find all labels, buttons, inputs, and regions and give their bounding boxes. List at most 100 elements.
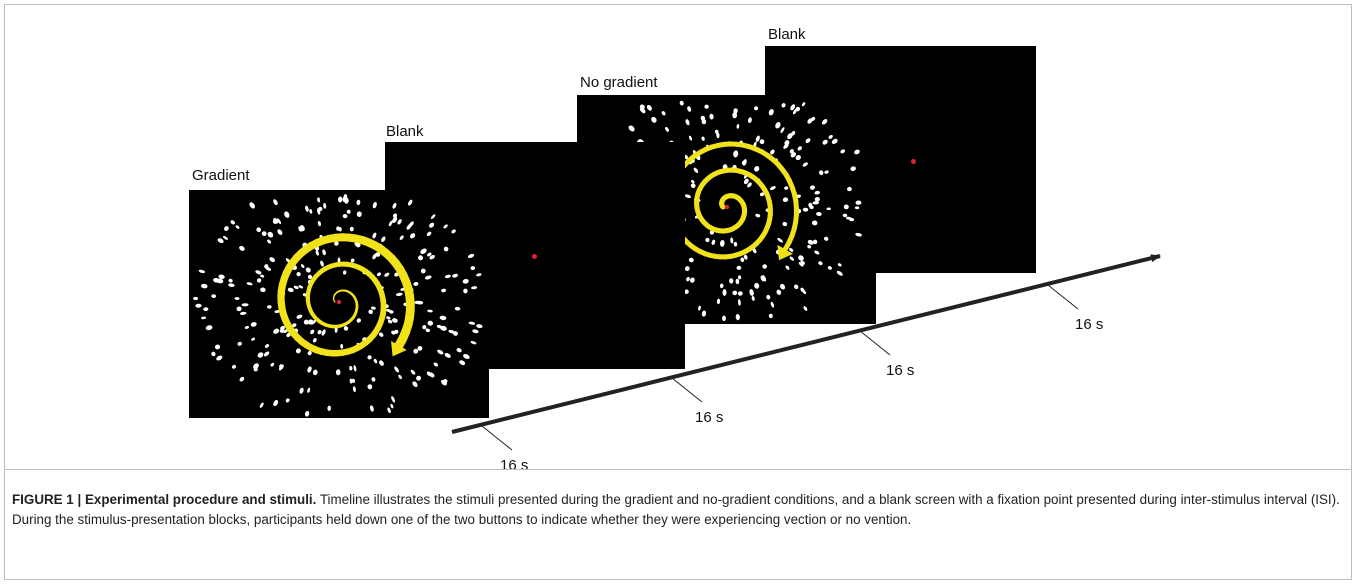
stimulus-dot bbox=[719, 240, 725, 247]
stimulus-dot bbox=[444, 352, 451, 358]
stimulus-dot bbox=[463, 353, 470, 360]
stimulus-dot bbox=[195, 303, 202, 308]
stimulus-dot bbox=[684, 154, 689, 160]
stimulus-dot bbox=[273, 328, 280, 334]
stimulus-dot bbox=[824, 170, 829, 174]
stimulus-dot bbox=[831, 138, 838, 144]
stimulus-dot bbox=[391, 396, 396, 403]
stimulus-dot bbox=[855, 232, 862, 237]
stimulus-dot bbox=[776, 289, 782, 295]
stimulus-dot bbox=[392, 202, 397, 209]
stimulus-dot bbox=[850, 166, 856, 172]
stimulus-dot bbox=[816, 211, 822, 217]
stimulus-dot bbox=[303, 319, 309, 325]
stimulus-dot bbox=[818, 170, 824, 176]
stimulus-dot bbox=[716, 132, 720, 139]
stimulus-dot bbox=[228, 283, 235, 287]
stimulus-dot bbox=[814, 196, 820, 202]
stimulus-dot bbox=[387, 407, 391, 414]
stimulus-dot bbox=[628, 125, 635, 132]
stimulus-dot bbox=[808, 202, 813, 208]
stimulus-dot bbox=[467, 253, 475, 259]
stimulus-dot bbox=[441, 288, 447, 293]
stimulus-dot bbox=[239, 376, 245, 382]
stimulus-dot bbox=[429, 222, 435, 228]
stimulus-dot bbox=[840, 149, 846, 154]
stimulus-dot bbox=[770, 149, 775, 155]
stimulus-dot bbox=[679, 100, 684, 106]
stimulus-dot bbox=[427, 252, 432, 257]
duration-label-1: 16 s bbox=[500, 457, 529, 474]
stimulus-dot bbox=[234, 297, 240, 300]
stimulus-dot bbox=[260, 287, 266, 293]
stimulus-dot bbox=[312, 369, 318, 376]
stimulus-dot bbox=[410, 369, 416, 375]
stimulus-dot bbox=[737, 299, 741, 306]
stimulus-dot bbox=[386, 316, 391, 320]
stimulus-dot bbox=[730, 237, 734, 244]
stimulus-dot bbox=[849, 217, 855, 222]
stimulus-dot bbox=[789, 248, 794, 252]
stimulus-dot bbox=[843, 204, 849, 210]
stimulus-dot bbox=[807, 118, 813, 124]
stimulus-dot bbox=[754, 106, 759, 111]
stimulus-dot bbox=[381, 236, 386, 243]
stimulus-dot bbox=[805, 138, 811, 143]
stimulus-dot bbox=[651, 116, 657, 123]
stimulus-dot bbox=[392, 216, 398, 223]
stimulus-dot bbox=[814, 190, 820, 195]
stimulus-dot bbox=[201, 283, 208, 289]
stimulus-dot bbox=[790, 152, 796, 158]
stimulus-dot bbox=[818, 261, 823, 266]
stimulus-dot bbox=[310, 329, 315, 335]
stimulus-dot bbox=[368, 309, 373, 315]
stimulus-dot bbox=[801, 102, 806, 107]
blank-2-label: Blank bbox=[768, 26, 806, 43]
stimulus-dot bbox=[425, 275, 432, 280]
stimulus-dot bbox=[367, 384, 373, 390]
stimulus-dot bbox=[471, 286, 478, 290]
stimulus-dot bbox=[795, 106, 801, 112]
stimulus-dot bbox=[287, 287, 294, 293]
stimulus-dot bbox=[388, 220, 393, 227]
stimulus-dot bbox=[420, 248, 427, 255]
stimulus-dot bbox=[685, 119, 690, 126]
stimulus-dot bbox=[789, 149, 794, 154]
stimulus-dot bbox=[257, 352, 264, 358]
blank-1-label: Blank bbox=[386, 123, 424, 140]
stimulus-dot bbox=[392, 318, 398, 323]
stimulus-dot bbox=[249, 202, 255, 209]
stimulus-dot bbox=[356, 211, 362, 217]
stimulus-dot bbox=[203, 307, 209, 312]
stimulus-dot bbox=[384, 272, 390, 277]
stimulus-dot bbox=[470, 266, 476, 271]
figure-caption: FIGURE 1 | Experimental procedure and st… bbox=[12, 490, 1342, 530]
stimulus-dot bbox=[716, 298, 721, 305]
gradient-dots-spiral bbox=[193, 194, 483, 417]
stimulus-dot bbox=[688, 257, 694, 263]
stimulus-dot bbox=[854, 206, 860, 210]
stimulus-dot bbox=[260, 274, 265, 278]
stimulus-dot bbox=[340, 344, 344, 349]
stimulus-dot bbox=[691, 180, 695, 184]
stimulus-dot bbox=[836, 270, 843, 276]
stimulus-dot bbox=[735, 278, 740, 285]
stimulus-dot bbox=[793, 284, 799, 290]
stimulus-dot bbox=[661, 111, 666, 116]
stimulus-dot bbox=[391, 330, 396, 335]
stimulus-dot bbox=[690, 183, 696, 189]
stimulus-dot bbox=[322, 249, 326, 256]
stimulus-dot bbox=[802, 207, 809, 212]
stimulus-dot bbox=[317, 197, 321, 203]
stimulus-dot bbox=[847, 186, 852, 192]
stimulus-dot bbox=[237, 341, 242, 346]
stimulus-dot bbox=[372, 253, 378, 260]
stimulus-dot bbox=[828, 134, 833, 139]
stimulus-dot bbox=[217, 238, 224, 244]
stimulus-dot bbox=[440, 325, 447, 331]
stimulus-dot bbox=[205, 325, 213, 331]
gradient-stimulus bbox=[189, 190, 489, 418]
stimulus-dot bbox=[218, 274, 225, 279]
stimulus-dot bbox=[246, 282, 253, 286]
stimulus-dot bbox=[827, 266, 832, 270]
